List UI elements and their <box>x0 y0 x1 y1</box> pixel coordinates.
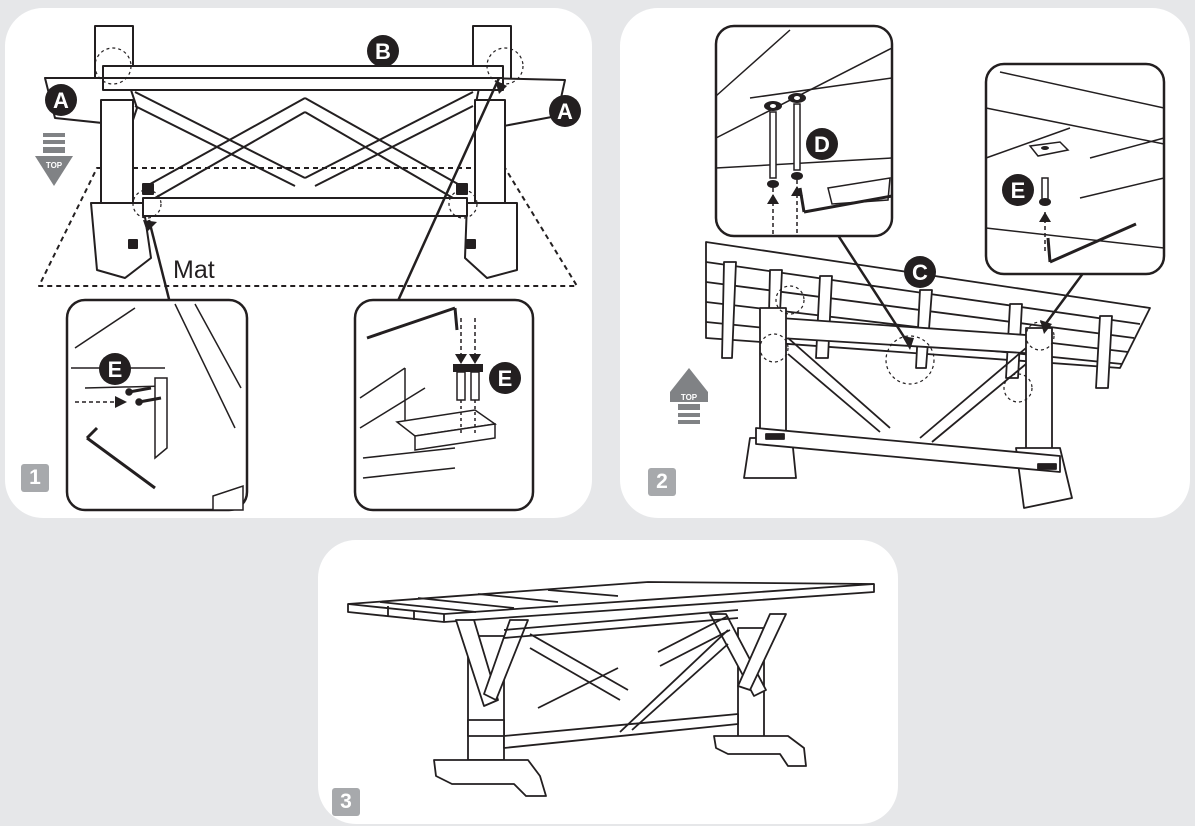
step-3-illustration <box>347 581 875 797</box>
step-3-panel: 3 <box>318 540 898 824</box>
inset-e: E <box>984 62 1166 276</box>
step-1-panel: TOP A B A Mat <box>5 8 592 518</box>
right-leg-post <box>474 99 506 209</box>
bubble-a-left: A <box>45 84 77 116</box>
top-label: TOP <box>46 161 63 170</box>
bubble-b: B <box>367 35 399 67</box>
svg-text:A: A <box>557 99 573 124</box>
step-1-illustration: TOP A B A Mat <box>35 25 581 512</box>
top-up-arrow-icon: TOP <box>670 368 708 424</box>
lower-stretcher <box>755 427 1061 473</box>
left-leg-base <box>90 202 152 279</box>
svg-text:A: A <box>53 88 69 113</box>
step-number-1: 1 <box>21 464 49 492</box>
bubble-c: C <box>904 256 936 288</box>
left-leg <box>759 307 787 449</box>
step-number-3: 3 <box>332 788 360 816</box>
svg-text:E: E <box>1011 178 1026 203</box>
left-leg-post <box>100 99 134 209</box>
mat-outline <box>38 167 578 287</box>
inset-left: E <box>65 298 249 512</box>
svg-text:D: D <box>814 132 830 157</box>
inset-right: E <box>353 298 535 512</box>
svg-text:B: B <box>375 39 391 64</box>
top-label: TOP <box>681 393 698 402</box>
top-down-arrow-icon: TOP <box>35 133 73 186</box>
step-2-panel: C TOP <box>620 8 1190 518</box>
step-number-2: 2 <box>648 468 676 496</box>
mat-label: Mat <box>173 256 215 284</box>
step-2-illustration: C TOP <box>670 24 1166 509</box>
lower-stretcher <box>142 197 468 217</box>
svg-text:E: E <box>108 357 123 382</box>
svg-text:E: E <box>498 366 513 391</box>
svg-text:C: C <box>912 260 928 285</box>
inset-d: D <box>714 24 894 238</box>
right-leg-base <box>464 202 518 279</box>
bubble-a-right: A <box>549 95 581 127</box>
